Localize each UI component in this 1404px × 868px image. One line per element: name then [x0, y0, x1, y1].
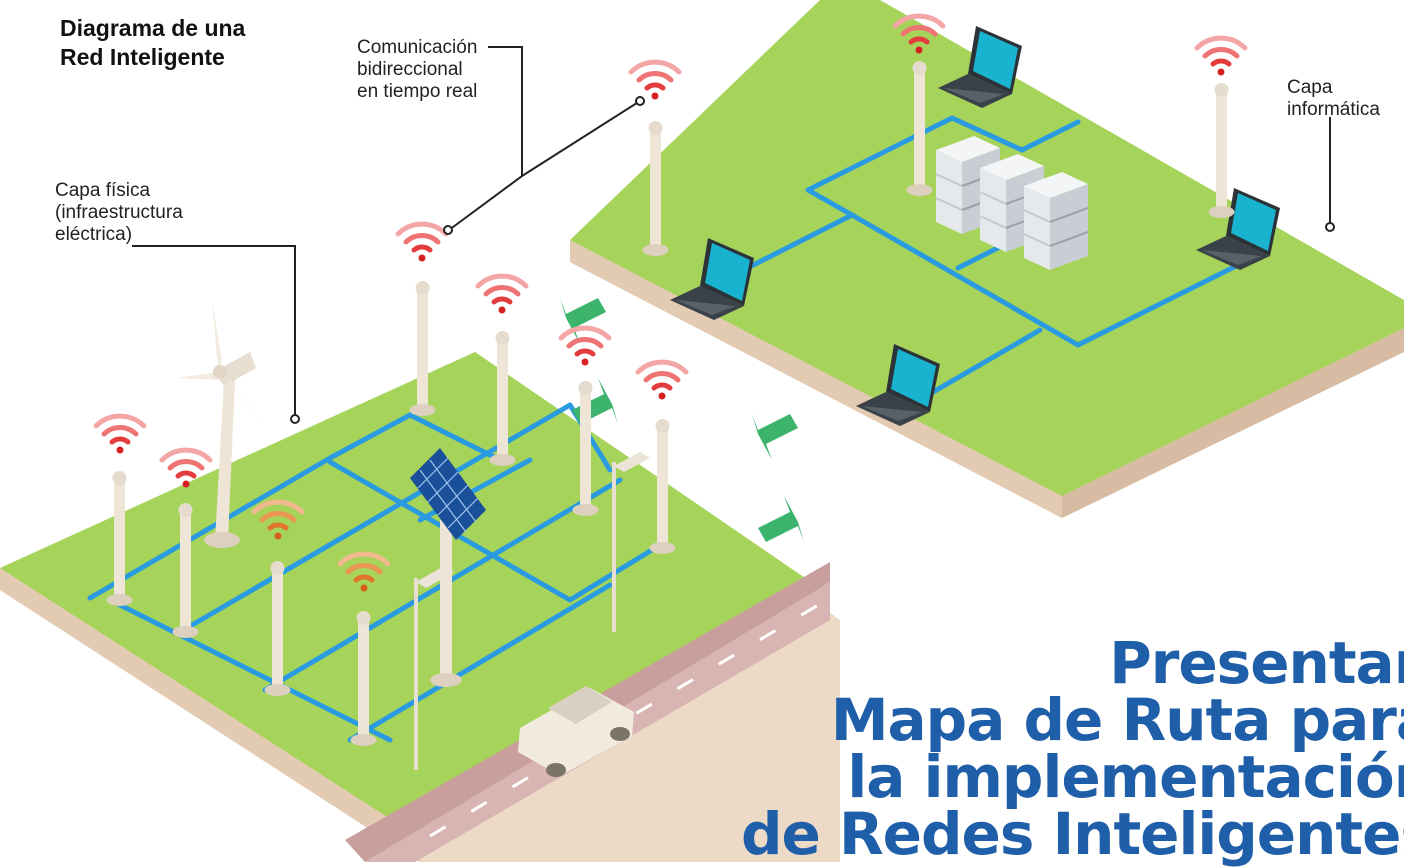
headline-line-4: de Redes Inteligentes	[740, 800, 1404, 868]
label-communication: Comunicación bidireccional en tiempo rea…	[357, 37, 477, 103]
label-communication-line-2: bidireccional	[357, 59, 463, 80]
pole-icon	[106, 471, 133, 606]
label-computing-layer: Capa informática	[1287, 77, 1380, 121]
solar-panel-icon	[410, 448, 486, 687]
pole-icon	[1208, 83, 1235, 218]
server-icon	[1023, 171, 1089, 271]
arrow-icon	[752, 414, 798, 460]
pole-icon	[264, 561, 291, 696]
arrow-icon	[572, 378, 618, 424]
title-line-1: Diagrama de una	[60, 15, 246, 41]
pole-icon	[906, 61, 933, 196]
title-line-2: Red Inteligente	[60, 44, 225, 70]
label-computing-layer-line-2: informática	[1287, 99, 1380, 120]
label-physical-layer-line-2: (infraestructura	[55, 202, 183, 223]
pole-icon	[649, 419, 676, 554]
label-physical-layer: Capa física (infraestructura eléctrica)	[55, 180, 183, 246]
diagram-title: Diagrama de una Red Inteligente	[60, 14, 245, 72]
wifi-icon	[561, 328, 609, 365]
wifi-icon	[96, 416, 144, 453]
headline-line-3: la implementación	[847, 743, 1404, 811]
pole-icon	[642, 121, 669, 256]
car-icon	[518, 686, 634, 777]
arrow-icon	[758, 496, 804, 542]
pole-icon	[409, 281, 436, 416]
wifi-icon	[631, 62, 679, 99]
headline-line-1: Presentan	[1109, 629, 1404, 697]
wifi-icon	[638, 362, 686, 399]
headline: Presentan Mapa de Ruta para la implement…	[740, 629, 1404, 868]
wifi-icon	[1197, 38, 1245, 75]
headline-line-2: Mapa de Ruta para	[830, 686, 1404, 754]
wifi-icon	[398, 224, 446, 261]
wifi-icon	[478, 276, 526, 313]
pole-icon	[572, 381, 599, 516]
pole-icon	[489, 331, 516, 466]
label-physical-layer-line-3: eléctrica)	[55, 224, 133, 245]
label-computing-layer-line-1: Capa	[1287, 77, 1333, 98]
pole-icon	[350, 611, 377, 746]
label-physical-layer-line-1: Capa física	[55, 180, 151, 201]
label-communication-line-3: en tiempo real	[357, 81, 478, 102]
label-communication-line-1: Comunicación	[357, 37, 478, 58]
computing-layer-platform	[570, 0, 1404, 518]
pole-icon	[172, 503, 199, 638]
wind-turbine-icon	[176, 300, 268, 548]
street-lamp-icon	[612, 452, 650, 632]
street-lamp-icon	[414, 566, 454, 770]
